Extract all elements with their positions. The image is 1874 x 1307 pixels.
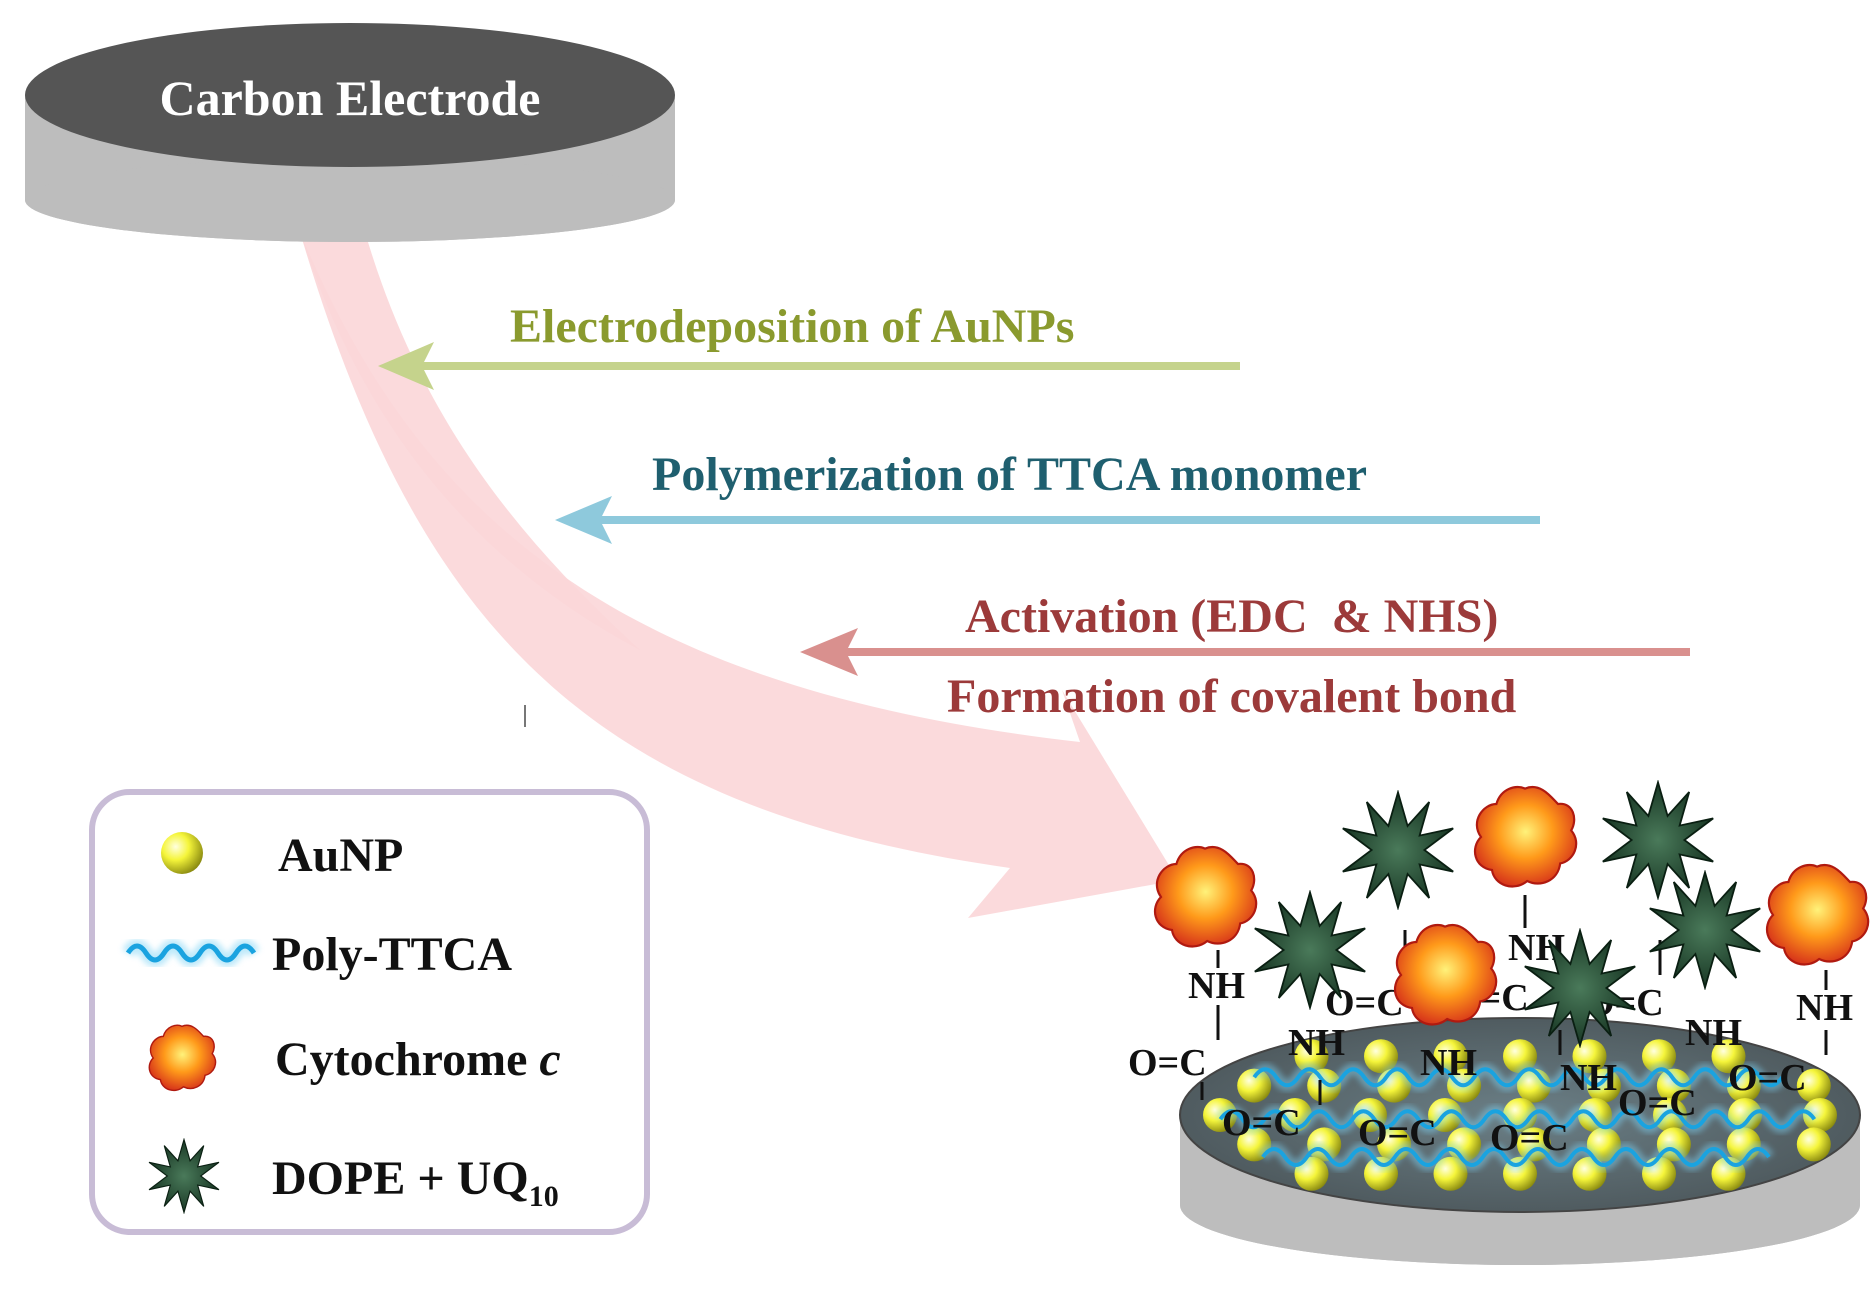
bond-nh: NH (1420, 1042, 1477, 1084)
bond-nh: NH (1796, 987, 1853, 1029)
legend-label-cytochrome: Cytochrome c (275, 1033, 561, 1086)
bond-nh: NH (1685, 1012, 1742, 1054)
bond-nh: NH (1288, 1022, 1345, 1064)
poly-ttca-chain (1252, 1067, 1784, 1088)
legend-label-aunp: AuNP (278, 829, 403, 882)
bond-oc: O=C (1728, 1057, 1807, 1099)
step-activation: Activation (EDC & NHS) Formation of cova… (800, 590, 1690, 723)
gold-nanoparticle (1237, 1068, 1272, 1103)
poly-ttca-layer (1215, 1063, 1820, 1171)
bond-oc: O=C (1618, 1082, 1697, 1124)
step-label-polymerization: Polymerization of TTCA monomer (652, 448, 1367, 501)
dope-star-icon (1648, 871, 1762, 989)
step-polymerization: Polymerization of TTCA monomer (555, 448, 1540, 544)
legend: AuNP Poly-TTCA Cytochrome c DOPE + UQ10 (89, 789, 650, 1235)
process-flow-arrow (300, 232, 1178, 918)
modified-electrode: O=C NH O=C NH O=C O=C NH O=C NH O=C NH O… (1128, 781, 1870, 1265)
electrode-label: Carbon Electrode (160, 70, 541, 126)
cytochrome-icon (1473, 785, 1578, 888)
legend-item-poly-ttca: Poly-TTCA (122, 928, 512, 981)
cytochrome-icon (1153, 845, 1258, 948)
bond-oc: O=C (1358, 1112, 1437, 1154)
poly-ttca-chain (1218, 1109, 1817, 1130)
legend-item-dope-uq10: DOPE + UQ10 (148, 1138, 559, 1214)
gold-nanoparticle (1572, 1039, 1607, 1074)
gold-nanoparticle (1796, 1127, 1831, 1162)
poly-ttca-chain (1261, 1147, 1771, 1167)
dope-star-icon (1341, 791, 1455, 909)
step-electrodeposition: Electrodeposition of AuNPs (378, 300, 1240, 390)
legend-item-cytochrome: Cytochrome c (148, 1024, 561, 1092)
gold-nanoparticle (1364, 1039, 1398, 1074)
legend-label-dope-uq10: DOPE + UQ10 (272, 1152, 559, 1213)
bond-nh: NH (1560, 1057, 1617, 1099)
step-label-electrodeposition: Electrodeposition of AuNPs (510, 300, 1074, 353)
cytochrome-icon (1765, 863, 1870, 966)
gold-nanoparticle (1803, 1098, 1837, 1132)
gold-nanoparticle-icon (161, 832, 203, 874)
carbon-electrode: Carbon Electrode (25, 23, 675, 242)
step-label-activation: Activation (EDC & NHS) (965, 590, 1498, 643)
step-label-covalent-bond: Formation of covalent bond (947, 670, 1517, 723)
bond-oc: O=C (1128, 1042, 1207, 1084)
bond-nh: NH (1188, 965, 1245, 1007)
gold-nanoparticle (1711, 1039, 1746, 1074)
legend-label-poly-ttca: Poly-TTCA (272, 928, 512, 981)
bond-oc: O=C (1222, 1102, 1301, 1144)
gold-nanoparticle (1796, 1068, 1831, 1103)
legend-item-aunp: AuNP (161, 829, 403, 882)
gold-nanoparticle (1433, 1156, 1468, 1191)
dope-star-icon (1601, 781, 1715, 899)
bond-oc: O=C (1490, 1117, 1569, 1159)
polymer-wave-icon (122, 939, 260, 967)
